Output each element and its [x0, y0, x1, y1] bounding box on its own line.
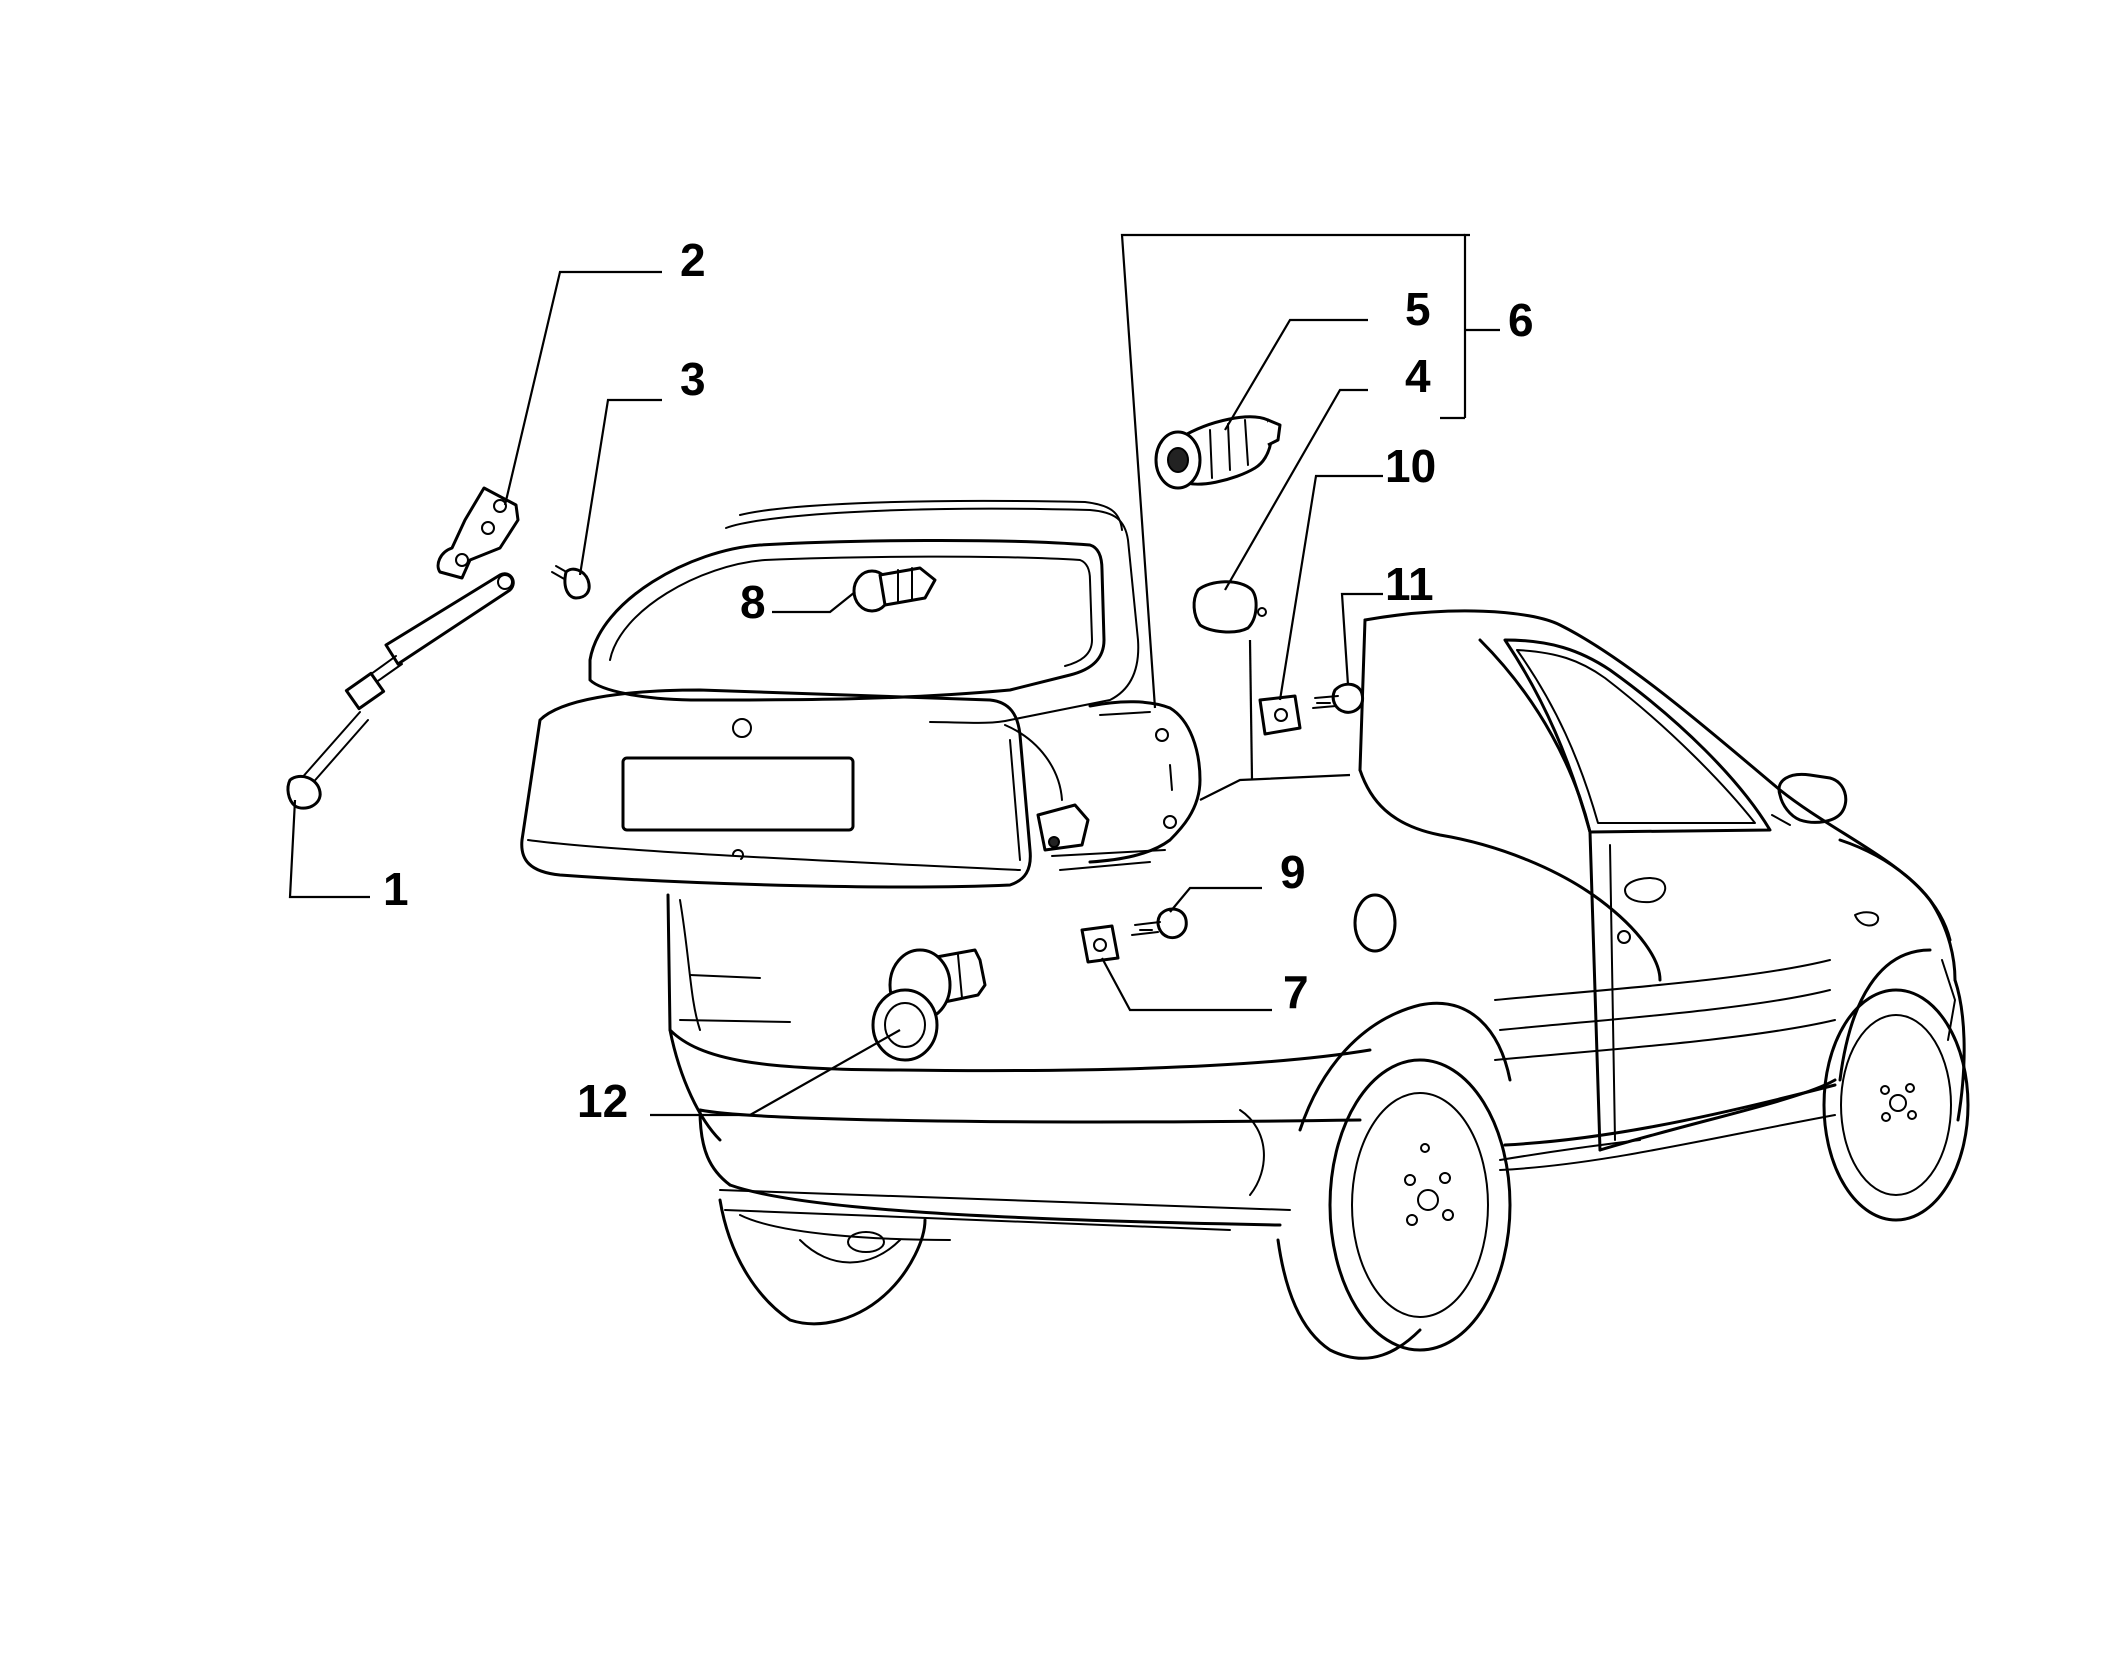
screw-part-9 — [1131, 907, 1188, 940]
lock-cylinder-part — [1154, 415, 1282, 490]
leader-lines — [288, 233, 1500, 1117]
clip-bolt-part-8 — [852, 566, 937, 613]
callout-labels: 1 2 3 4 5 6 7 8 9 10 11 12 — [383, 234, 1534, 1127]
callout-1: 1 — [383, 863, 409, 915]
callout-4: 4 — [1405, 350, 1431, 402]
screw-part-11 — [1312, 682, 1365, 714]
callout-11: 11 — [1385, 558, 1434, 610]
callout-6: 6 — [1508, 294, 1534, 346]
car-body-drawing — [520, 499, 1970, 1360]
callout-10: 10 — [1385, 440, 1436, 492]
callout-9: 9 — [1280, 846, 1306, 898]
callout-5: 5 — [1405, 283, 1431, 335]
callout-2: 2 — [680, 234, 706, 286]
gas-strut-part — [286, 572, 515, 810]
square-nut-part-10 — [1258, 694, 1302, 736]
hinge-bracket-part — [436, 486, 520, 580]
bolt-part-3 — [551, 565, 591, 600]
callout-8: 8 — [740, 576, 766, 628]
bump-stop-part-12 — [871, 948, 987, 1062]
callout-7: 7 — [1283, 966, 1309, 1018]
callout-3: 3 — [680, 353, 706, 405]
lock-cap-part — [1192, 580, 1267, 634]
tailgate-lock-mechanism — [1036, 700, 1202, 871]
square-nut-part-7 — [1080, 924, 1120, 964]
callout-12: 12 — [577, 1075, 628, 1127]
